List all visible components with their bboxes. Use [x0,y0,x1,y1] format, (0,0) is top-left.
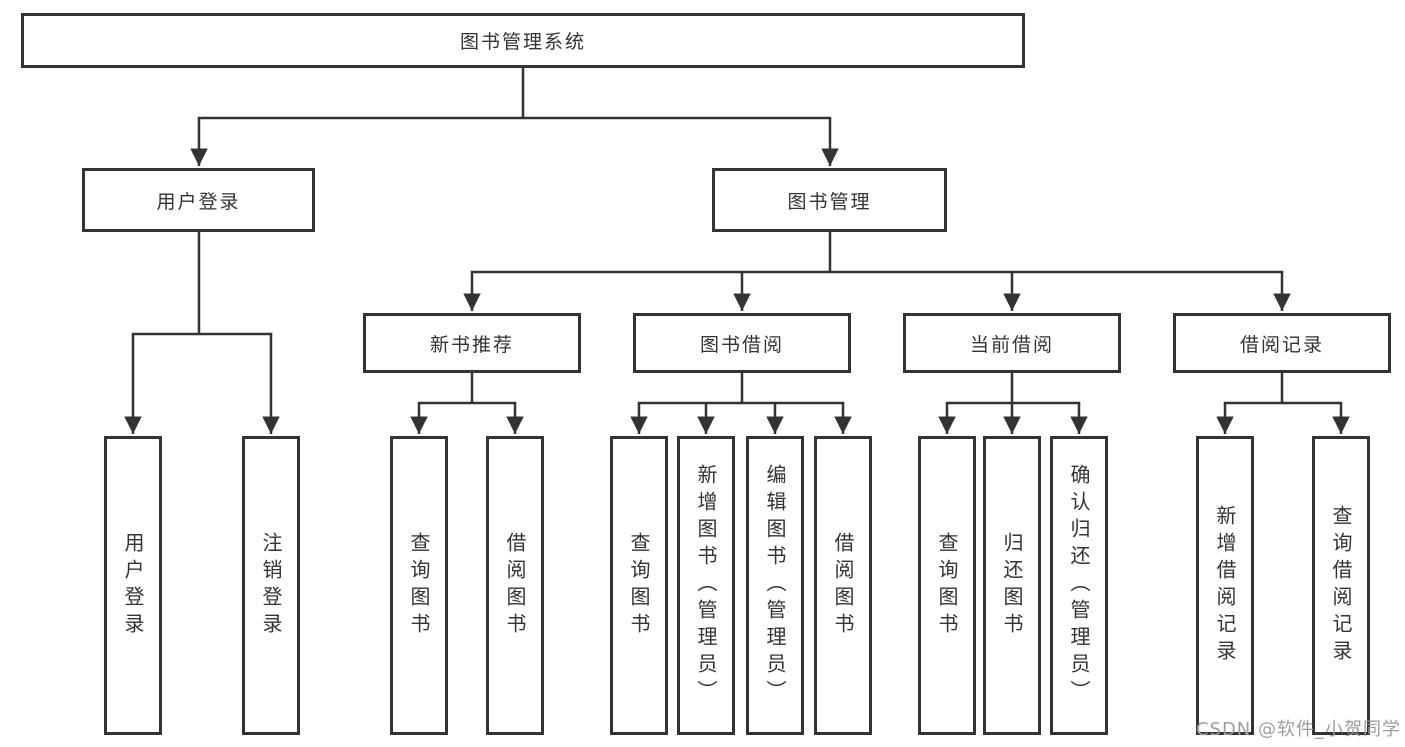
node-leaf-query-borrow-record: 查询借阅记录 [1312,436,1370,735]
node-current-borrowing: 当前借阅 [903,313,1121,373]
node-borrowing-records: 借阅记录 [1173,313,1391,373]
node-library-system: 图书管理系统 [21,13,1025,68]
node-new-book-recommendation: 新书推荐 [363,313,581,373]
node-leaf-user-login: 用户登录 [104,436,162,735]
node-leaf-borrow-books-recommend: 借阅图书 [486,436,544,735]
csdn-watermark: CSDN @软件_小贺同学 [1195,719,1401,740]
node-leaf-query-books-borrow: 查询图书 [610,436,668,735]
node-book-management: 图书管理 [712,168,947,232]
node-leaf-logout: 注销登录 [242,436,300,735]
node-leaf-borrow-books: 借阅图书 [814,436,872,735]
node-leaf-return-books: 归还图书 [983,436,1041,735]
node-leaf-query-books-current: 查询图书 [918,436,976,735]
node-leaf-confirm-return-admin: 确认归还（管理员） [1050,436,1108,735]
node-leaf-query-books-recommend: 查询图书 [390,436,448,735]
node-book-borrowing: 图书借阅 [633,313,851,373]
node-leaf-edit-books-admin: 编辑图书（管理员） [746,436,804,735]
node-leaf-add-books-admin: 新增图书（管理员） [677,436,735,735]
node-leaf-add-borrow-record: 新增借阅记录 [1196,436,1254,735]
node-user-login: 用户登录 [82,168,315,232]
